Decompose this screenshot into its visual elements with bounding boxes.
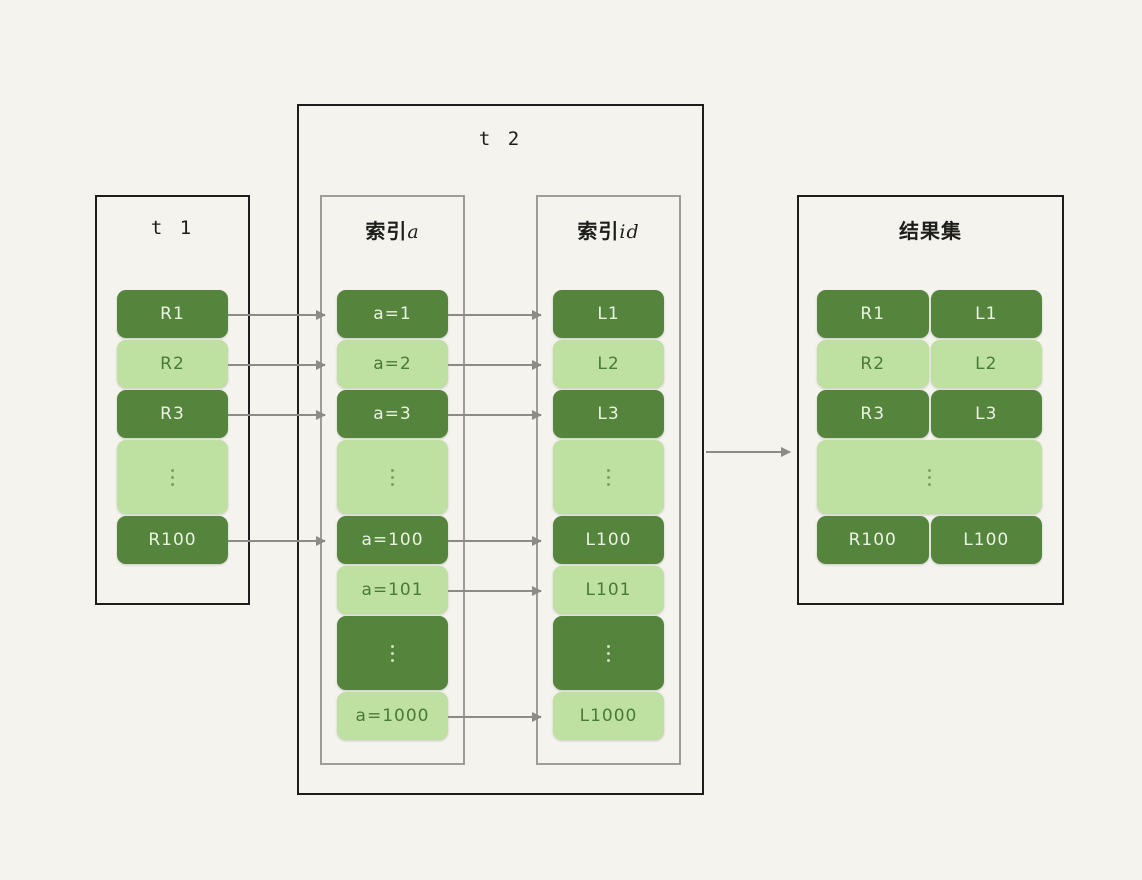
result-set-row-right: L1 xyxy=(930,290,1042,338)
result-set-row-label: L3 xyxy=(975,404,998,424)
result-set-row-left: R2 xyxy=(817,340,929,388)
index-a-row-label: a=100 xyxy=(361,530,424,550)
result-set-row-left: R1 xyxy=(817,290,929,338)
ellipsis-icon xyxy=(607,465,610,490)
container-index-a-title: 索引a xyxy=(322,215,463,244)
index-a-row-label: a=1000 xyxy=(355,706,430,726)
index-a-title-cjk: 索引 xyxy=(365,219,408,243)
result-set-row-label: R1 xyxy=(860,304,886,324)
index-id-row: L101 xyxy=(553,566,664,614)
result-set-row-label: L2 xyxy=(975,354,998,374)
index-id-title-cjk: 索引 xyxy=(577,219,620,243)
index-a-row: a=101 xyxy=(337,566,448,614)
index-a-to-index-id-arrow-2 xyxy=(448,410,542,420)
index-id-row: L2 xyxy=(553,340,664,388)
ellipsis-icon xyxy=(391,641,394,666)
index-id-row-label: L1 xyxy=(597,304,620,324)
index-a-title-latin: a xyxy=(407,221,420,243)
t1-row-label: R1 xyxy=(160,304,185,324)
index-id-row xyxy=(553,616,664,690)
t1-to-index-a-arrow-1 xyxy=(228,360,326,370)
index-a-row xyxy=(337,616,448,690)
t1-row: R1 xyxy=(117,290,228,338)
ellipsis-icon xyxy=(607,641,610,666)
t2-to-result-set-arrow xyxy=(706,447,791,457)
container-result-set-title: 结果集 xyxy=(899,219,962,243)
result-set-row-right: L3 xyxy=(930,390,1042,438)
result-set-row-left: R3 xyxy=(817,390,929,438)
result-set-row-right: L2 xyxy=(930,340,1042,388)
ellipsis-icon xyxy=(171,465,174,490)
index-id-row xyxy=(553,440,664,514)
index-id-row: L1000 xyxy=(553,692,664,740)
index-a-row: a=1 xyxy=(337,290,448,338)
result-set-row-label: R100 xyxy=(848,530,897,550)
ellipsis-icon xyxy=(391,465,394,490)
t1-row-label: R100 xyxy=(148,530,197,550)
index-a-to-index-id-arrow-5 xyxy=(448,712,542,722)
index-a-row: a=1000 xyxy=(337,692,448,740)
index-a-to-index-id-arrow-0 xyxy=(448,310,542,320)
result-set-row-right: L100 xyxy=(930,516,1042,564)
index-id-row: L1 xyxy=(553,290,664,338)
index-id-row: L100 xyxy=(553,516,664,564)
index-a-row xyxy=(337,440,448,514)
result-set-row xyxy=(817,440,1042,514)
t1-row: R3 xyxy=(117,390,228,438)
index-a-to-index-id-arrow-3 xyxy=(448,536,542,546)
container-t1-title: t 1 xyxy=(150,217,195,239)
container-t2-title: t 2 xyxy=(478,128,523,150)
result-set-row-label: L1 xyxy=(975,304,998,324)
t1-to-index-a-arrow-3 xyxy=(228,536,326,546)
result-set-row-label: L100 xyxy=(963,530,1010,550)
container-index-id-title: 索引id xyxy=(538,215,679,244)
index-a-row: a=3 xyxy=(337,390,448,438)
index-id-row-label: L101 xyxy=(585,580,632,600)
index-a-row-label: a=3 xyxy=(373,404,412,424)
index-id-row-label: L1000 xyxy=(579,706,638,726)
t1-row xyxy=(117,440,228,514)
index-a-to-index-id-arrow-4 xyxy=(448,586,542,596)
index-id-title-latin: id xyxy=(619,221,640,243)
index-a-row-label: a=101 xyxy=(361,580,424,600)
index-a-row-label: a=2 xyxy=(373,354,412,374)
t1-row-label: R2 xyxy=(160,354,185,374)
index-a-row-label: a=1 xyxy=(373,304,412,324)
index-id-row: L3 xyxy=(553,390,664,438)
t1-row: R2 xyxy=(117,340,228,388)
t1-to-index-a-arrow-0 xyxy=(228,310,326,320)
index-a-row: a=2 xyxy=(337,340,448,388)
result-set-row-label: R2 xyxy=(860,354,886,374)
index-id-row-label: L3 xyxy=(597,404,620,424)
t1-row: R100 xyxy=(117,516,228,564)
index-a-row: a=100 xyxy=(337,516,448,564)
result-set-row-label: R3 xyxy=(860,404,886,424)
t1-row-label: R3 xyxy=(160,404,185,424)
index-id-row-label: L2 xyxy=(597,354,620,374)
index-a-to-index-id-arrow-1 xyxy=(448,360,542,370)
index-id-row-label: L100 xyxy=(585,530,632,550)
result-set-row-left: R100 xyxy=(817,516,929,564)
ellipsis-icon xyxy=(928,465,931,490)
t1-to-index-a-arrow-2 xyxy=(228,410,326,420)
